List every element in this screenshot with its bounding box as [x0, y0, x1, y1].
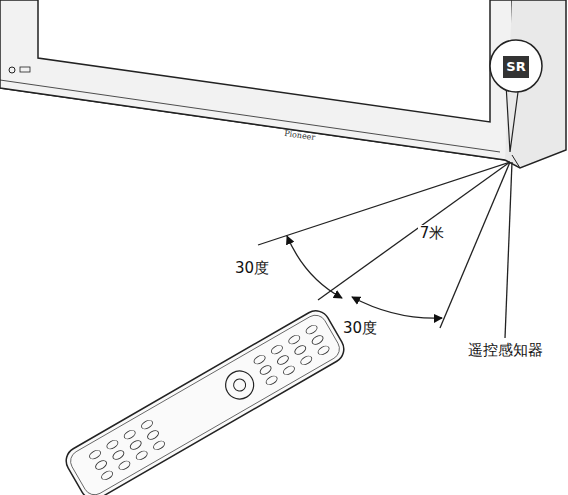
sr-mark: SR [506, 60, 525, 74]
remote-button [270, 344, 284, 356]
remote-button [287, 334, 301, 346]
remote-button [259, 364, 273, 376]
distance-label: 7米 [418, 225, 447, 242]
remote-button [299, 354, 313, 366]
callout-circle [490, 40, 542, 92]
remote-button [117, 459, 131, 471]
tv-set [0, 0, 566, 168]
remote-button [129, 439, 143, 451]
remote-button [253, 354, 267, 366]
sensor-label: 遥控感知器 [466, 342, 545, 359]
angle-lines [258, 162, 512, 338]
remote-button [146, 429, 160, 441]
remote-button [265, 374, 279, 386]
remote-button [293, 344, 307, 356]
remote-button [105, 439, 119, 451]
angle-label: 30度 [233, 260, 271, 277]
remote-button [135, 449, 149, 461]
sr-icon [503, 56, 529, 78]
remote-button [111, 449, 125, 461]
remote-button [276, 354, 290, 366]
remote-button [100, 469, 114, 481]
callout-pointer [506, 84, 518, 152]
remote-button [305, 324, 319, 336]
remote-button [311, 334, 325, 346]
remote-button [282, 364, 296, 376]
remote-button [94, 459, 108, 471]
angle-label: 30度 [341, 320, 379, 337]
remote-button [123, 429, 137, 441]
remote-button [140, 419, 154, 431]
remote-button [317, 344, 331, 356]
remote-button [152, 439, 166, 451]
remote-control [61, 306, 349, 495]
remote-button [88, 449, 102, 461]
